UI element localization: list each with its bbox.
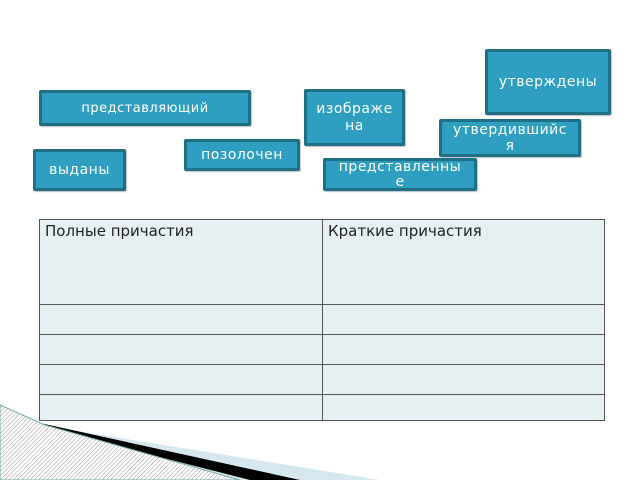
word-card-predstavlyayushchiy[interactable]: представляющий: [39, 90, 251, 126]
header-full-participles: Полные причастия: [39, 219, 323, 305]
word-card-vydany[interactable]: выданы: [33, 149, 126, 191]
table-cell[interactable]: [322, 364, 605, 395]
table-row: [39, 394, 605, 421]
table-cell[interactable]: [322, 394, 605, 421]
table-cell[interactable]: [322, 304, 605, 335]
participles-table: Полные причастия Краткие причастия: [39, 219, 605, 421]
table-row: [39, 334, 605, 365]
word-card-pozolochen[interactable]: позолочен: [184, 139, 300, 171]
word-card-predstavlennye[interactable]: представленны е: [323, 158, 477, 191]
word-card-utverzhdeny[interactable]: утверждены: [485, 49, 611, 115]
table-cell[interactable]: [39, 304, 323, 335]
decorative-corner-shape: [0, 404, 380, 480]
table-cell[interactable]: [39, 364, 323, 395]
table-cell[interactable]: [39, 394, 323, 421]
table-row: [39, 304, 605, 335]
table-cell[interactable]: [322, 334, 605, 365]
table-cell[interactable]: [39, 334, 323, 365]
word-card-izobrazhena[interactable]: изображе на: [304, 89, 405, 146]
table-row: [39, 364, 605, 395]
table-header-row: Полные причастия Краткие причастия: [39, 219, 605, 305]
header-short-participles: Краткие причастия: [322, 219, 605, 305]
word-card-utverdivshiysya[interactable]: утвердившийс я: [439, 119, 581, 157]
